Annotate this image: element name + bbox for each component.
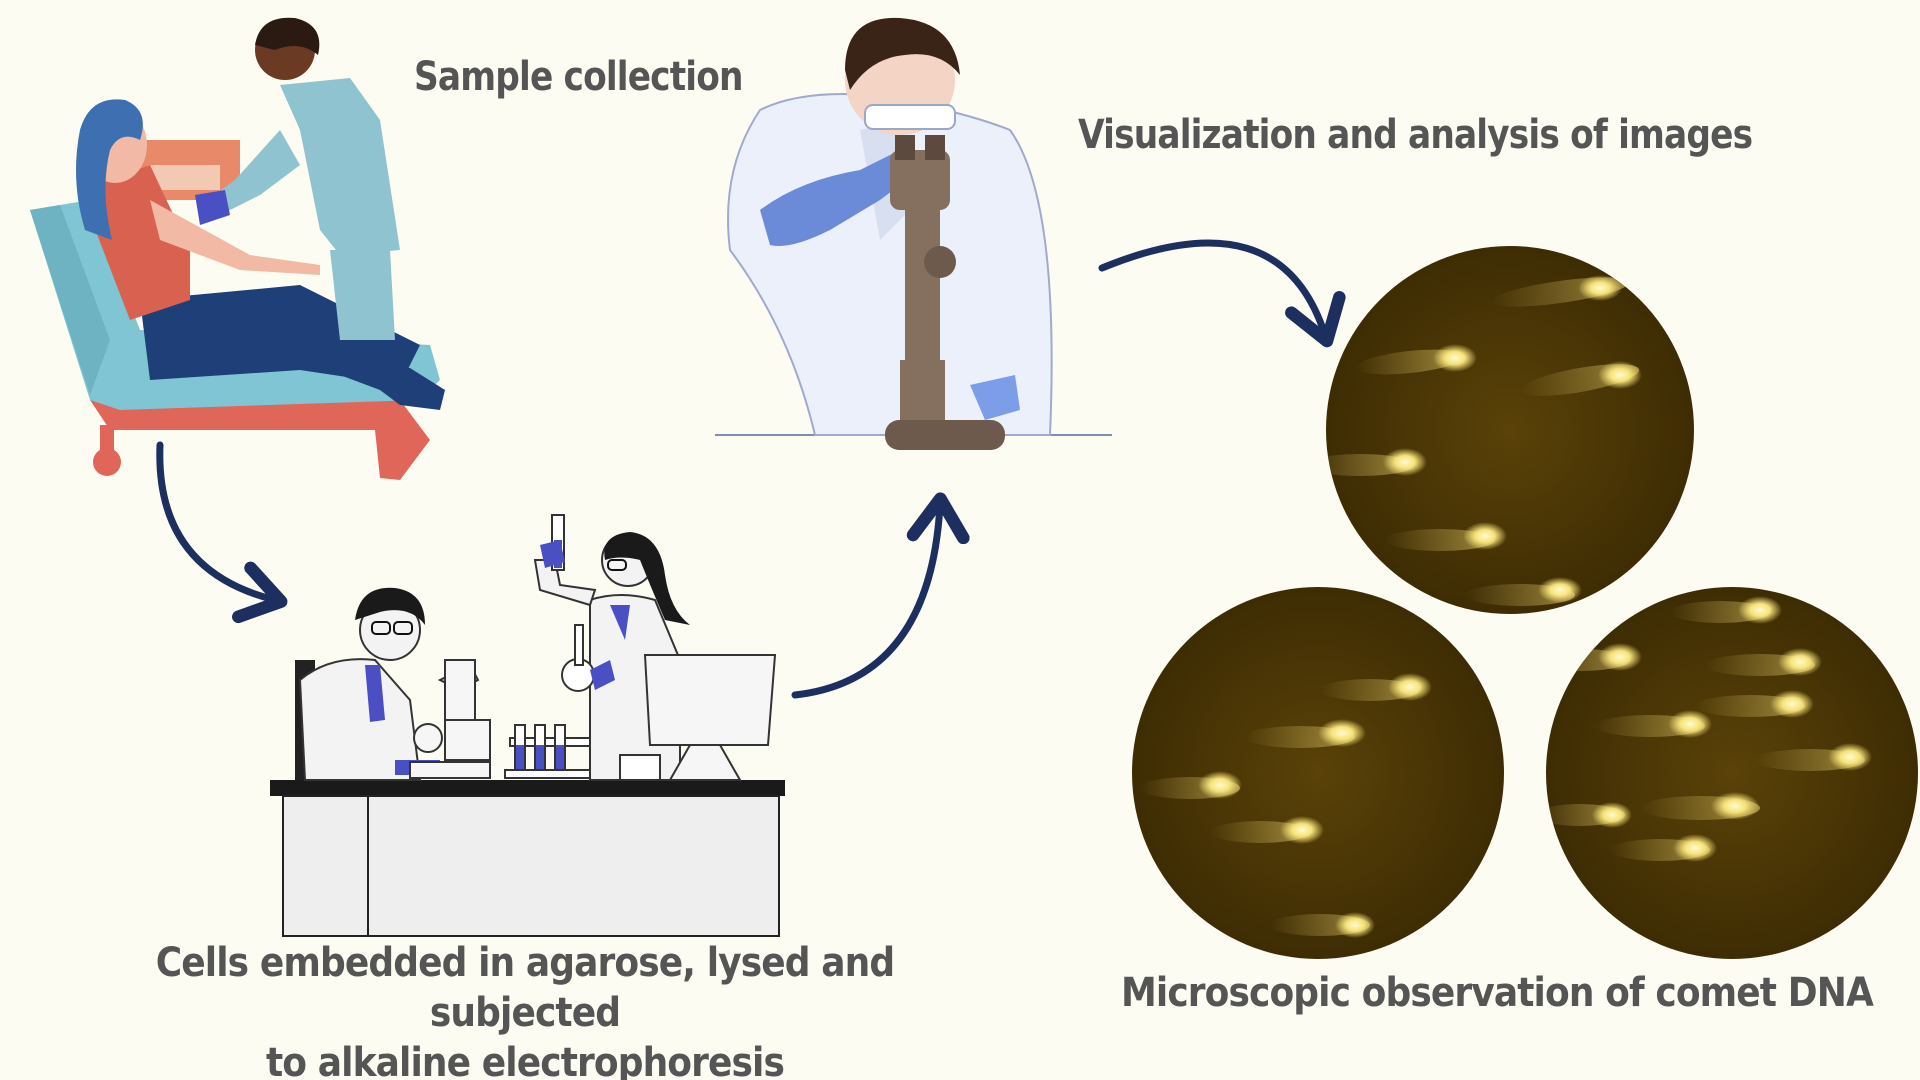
- scientist-microscope-illustration-icon: [715, 17, 1112, 450]
- lab-scientists-illustration-icon: [270, 514, 785, 937]
- electrophoresis-label: Cells embedded in agarose, lysed and sub…: [89, 938, 962, 1080]
- comet-dish-bottom-left: [1132, 587, 1504, 959]
- arrow-microscope-to-comets: [1098, 239, 1346, 348]
- electrophoresis-label-line-1: Cells embedded in agarose, lysed and sub…: [155, 940, 895, 1036]
- arrow-lab-to-microscope: [791, 492, 970, 699]
- comet-observation-label: Microscopic observation of comet DNA: [1121, 970, 1874, 1016]
- arrow-collection-to-lab: [156, 441, 288, 624]
- comet-dish-bottom-right: [1546, 587, 1918, 959]
- visualization-label: Visualization and analysis of images: [1078, 112, 1753, 158]
- electrophoresis-label-line-2: to alkaline electrophoresis: [265, 1040, 785, 1080]
- blood-draw-illustration-icon: [30, 17, 445, 480]
- sample-collection-label: Sample collection: [414, 54, 743, 100]
- comet-dish-top: [1326, 246, 1694, 614]
